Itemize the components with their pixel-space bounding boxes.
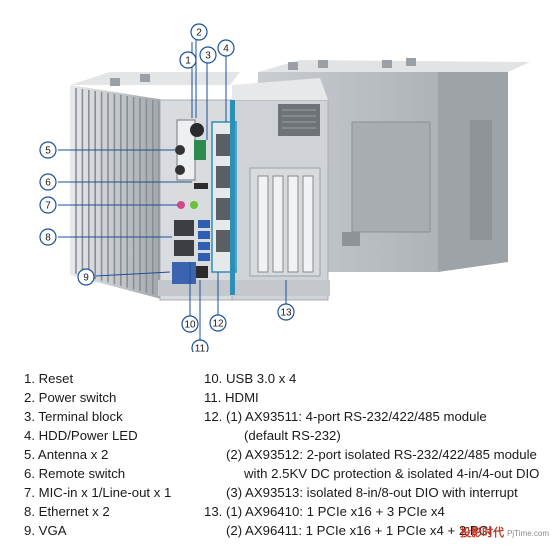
usb-port-icon <box>198 253 210 261</box>
legend-item: 6. Remote switch <box>24 466 126 481</box>
legend-item: 10. USB 3.0 x 4 <box>204 371 297 386</box>
callout-13: 13 <box>277 303 295 321</box>
power-button-icon <box>190 123 204 137</box>
hdmi-port-icon <box>196 266 208 278</box>
callout-8: 8 <box>39 228 57 246</box>
callout-number: 13 <box>280 308 292 319</box>
legend-item: 1. Reset <box>24 371 74 386</box>
legend-item: 4. HDD/Power LED <box>24 428 138 443</box>
callout-number: 1 <box>185 56 191 67</box>
pcie-slot-icon <box>257 175 269 273</box>
legend-item: 7. MIC-in x 1/Line-out x 1 <box>24 485 172 500</box>
callout-3: 3 <box>199 46 217 64</box>
legend-item: 5. Antenna x 2 <box>24 447 109 462</box>
ethernet-port-icon <box>174 240 194 256</box>
io-ports <box>172 100 321 295</box>
terminal-block-icon <box>194 140 206 160</box>
callout-number: 7 <box>45 201 51 212</box>
callout-12: 12 <box>209 314 227 332</box>
pcie-slot-icon <box>272 175 284 273</box>
callout-10: 10 <box>181 315 199 333</box>
callout-number: 8 <box>45 233 51 244</box>
callout-1: 1 <box>179 51 197 69</box>
ethernet-port-icon <box>174 220 194 236</box>
callout-number: 12 <box>212 319 224 330</box>
callout-number: 5 <box>45 146 51 157</box>
pcie-slot-icon <box>302 175 314 273</box>
legend-item: 2. Power switch <box>24 390 117 405</box>
legend-item: (2) AX96411: 1 PCIe x16 + 1 PCIe x4 + 2 … <box>226 523 492 538</box>
watermark-url: PjTime.com <box>507 529 549 538</box>
callout-4: 4 <box>217 39 235 57</box>
callout-number: 2 <box>196 28 202 39</box>
callout-2: 2 <box>190 23 208 41</box>
callout-number: 4 <box>223 44 229 55</box>
legend-item: 8. Ethernet x 2 <box>24 504 110 519</box>
callout-number: 9 <box>83 273 89 284</box>
usb-port-icon <box>198 242 210 250</box>
usb-port-icon <box>198 220 210 228</box>
legend-item: 9. VGA <box>24 523 67 538</box>
serial-port-icon <box>216 198 232 220</box>
antenna-connector-icon <box>175 165 185 175</box>
usb-port-icon <box>198 231 210 239</box>
callout-11: 11 <box>191 339 209 352</box>
callout-number: 6 <box>45 178 51 189</box>
legend-item: (2) AX93512: 2-port isolated RS-232/422/… <box>226 447 537 462</box>
callout-number: 11 <box>195 344 206 352</box>
serial-port-icon <box>216 166 232 188</box>
mic-in-jack-icon <box>177 201 185 209</box>
callout-9: 9 <box>77 268 95 286</box>
serial-port-icon <box>216 134 232 156</box>
callout-number: 3 <box>205 51 211 62</box>
remote-switch-icon <box>194 183 208 189</box>
vga-port-icon <box>172 262 196 284</box>
legend-item: (3) AX93513: isolated 8-in/8-out DIO wit… <box>226 485 518 500</box>
legend-item: with 2.5KV DC protection & isolated 4-in… <box>244 466 540 481</box>
line-out-jack-icon <box>190 201 198 209</box>
callout-number: 10 <box>184 320 196 331</box>
legend-item: 12. (1) AX93511: 4-port RS-232/422/485 m… <box>204 409 487 424</box>
pcie-slot-icon <box>287 175 299 273</box>
callout-7: 7 <box>39 196 57 214</box>
callout-6: 6 <box>39 173 57 191</box>
legend-item: (default RS-232) <box>244 428 341 443</box>
watermark-name: 投影时代 <box>460 527 505 539</box>
legend-item: 11. HDMI <box>204 390 259 405</box>
antenna-connector-icon <box>175 145 185 155</box>
legend-item: 13. (1) AX96410: 1 PCIe x16 + 3 PCIe x4 <box>204 504 445 519</box>
legend-item: 3. Terminal block <box>24 409 123 424</box>
callout-5: 5 <box>39 141 57 159</box>
serial-port-icon <box>216 230 232 252</box>
